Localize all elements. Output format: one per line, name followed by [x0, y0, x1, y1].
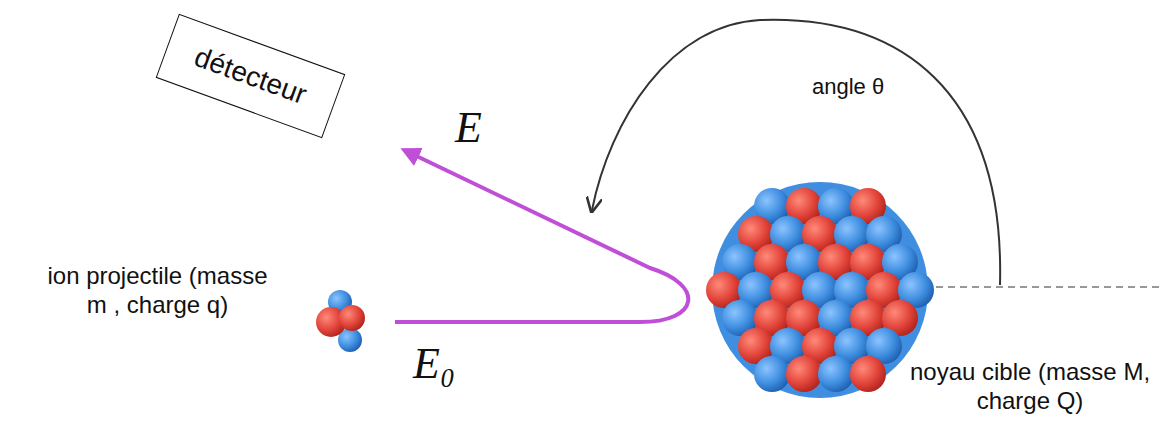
target-label: noyau cible (masse M, charge Q)	[905, 358, 1155, 416]
energy-label: E₀	[413, 342, 455, 386]
target-nucleus	[706, 182, 934, 398]
detector-box: détecteur	[155, 14, 345, 138]
detector-label: détecteur	[190, 41, 311, 111]
angle-arc	[592, 20, 1000, 285]
projectile-ion	[316, 290, 365, 352]
energy-label: E	[455, 106, 482, 150]
angle-label: angle θ	[812, 74, 884, 100]
trajectory-arrow	[395, 150, 688, 322]
projectile-label: ion projectile (masse m , charge q)	[40, 262, 275, 320]
axis-line	[900, 286, 1164, 288]
